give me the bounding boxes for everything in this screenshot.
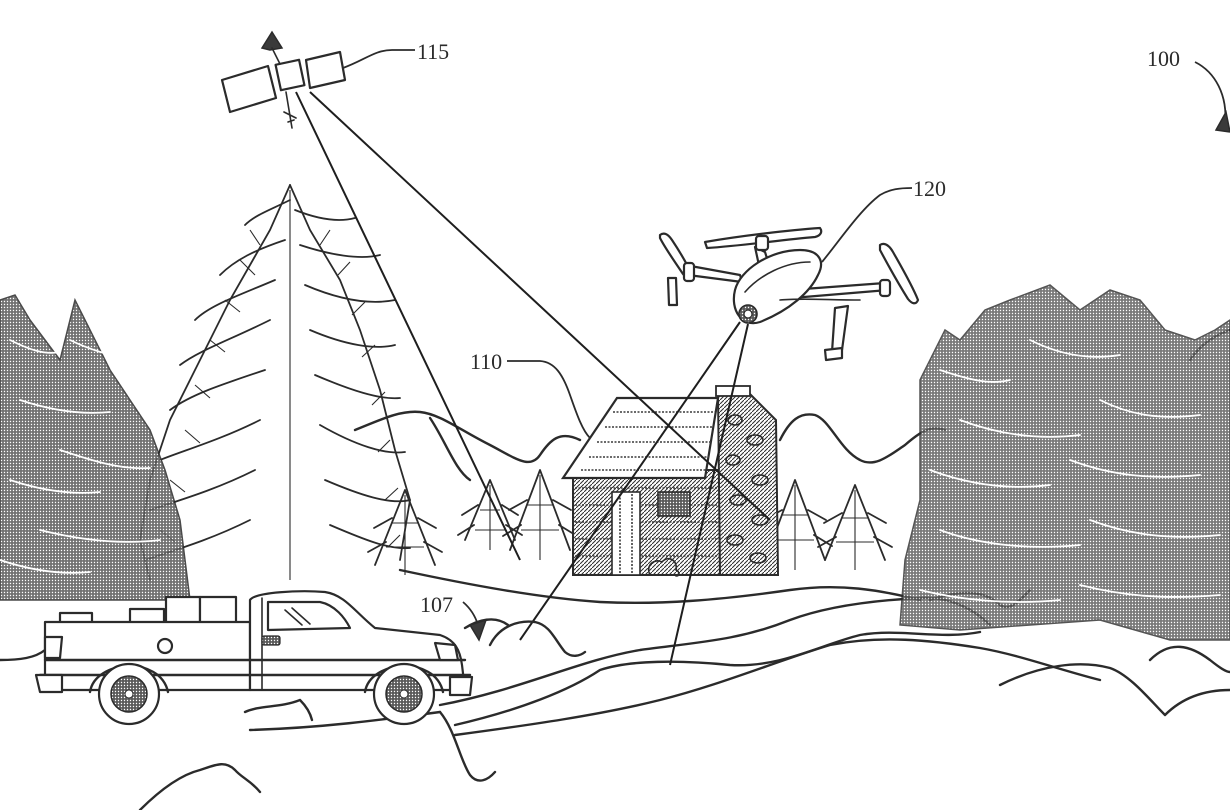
arrow-head-icon <box>468 618 488 642</box>
ref-label-drone: 120 <box>913 176 946 201</box>
drone-propeller-right <box>878 242 920 305</box>
satellite <box>220 30 347 129</box>
truck-wheel-rear <box>97 662 161 726</box>
arrow-head-icon <box>1214 109 1230 133</box>
right-pine-cluster <box>899 284 1230 641</box>
drone-beam-left <box>519 321 741 641</box>
leader-110 <box>507 360 591 439</box>
cargo-box <box>198 595 238 625</box>
signal-beams <box>295 91 771 666</box>
cabin-door <box>611 491 641 576</box>
truck-wheel-front <box>372 662 436 726</box>
tall-pine-tree <box>139 184 411 581</box>
leader-120 <box>821 187 913 263</box>
drone <box>658 226 920 362</box>
satellite-solar-panel-left <box>220 64 278 114</box>
leader-115 <box>342 49 415 69</box>
pickup-truck <box>34 590 474 726</box>
reference-callouts: 115 100 120 110 107 <box>342 39 1230 642</box>
drone-beam-right <box>669 323 749 666</box>
ref-label-cabin: 110 <box>470 349 502 374</box>
satellite-beam-to-cabin <box>309 91 771 521</box>
cargo-box <box>164 595 202 625</box>
leader-100 <box>1194 61 1227 126</box>
left-pine-cluster <box>0 294 191 601</box>
cabin-window <box>657 491 691 517</box>
cabin <box>560 385 780 577</box>
satellite-beam-to-ground <box>295 91 521 561</box>
satellite-solar-panel-right <box>304 50 347 90</box>
cabin-roof <box>560 396 720 480</box>
ref-label-ground-object: 107 <box>420 592 453 617</box>
truck-window <box>266 600 352 632</box>
ref-label-satellite: 115 <box>417 39 449 64</box>
ref-label-system: 100 <box>1147 46 1180 71</box>
satellite-antenna-icon <box>260 30 284 51</box>
